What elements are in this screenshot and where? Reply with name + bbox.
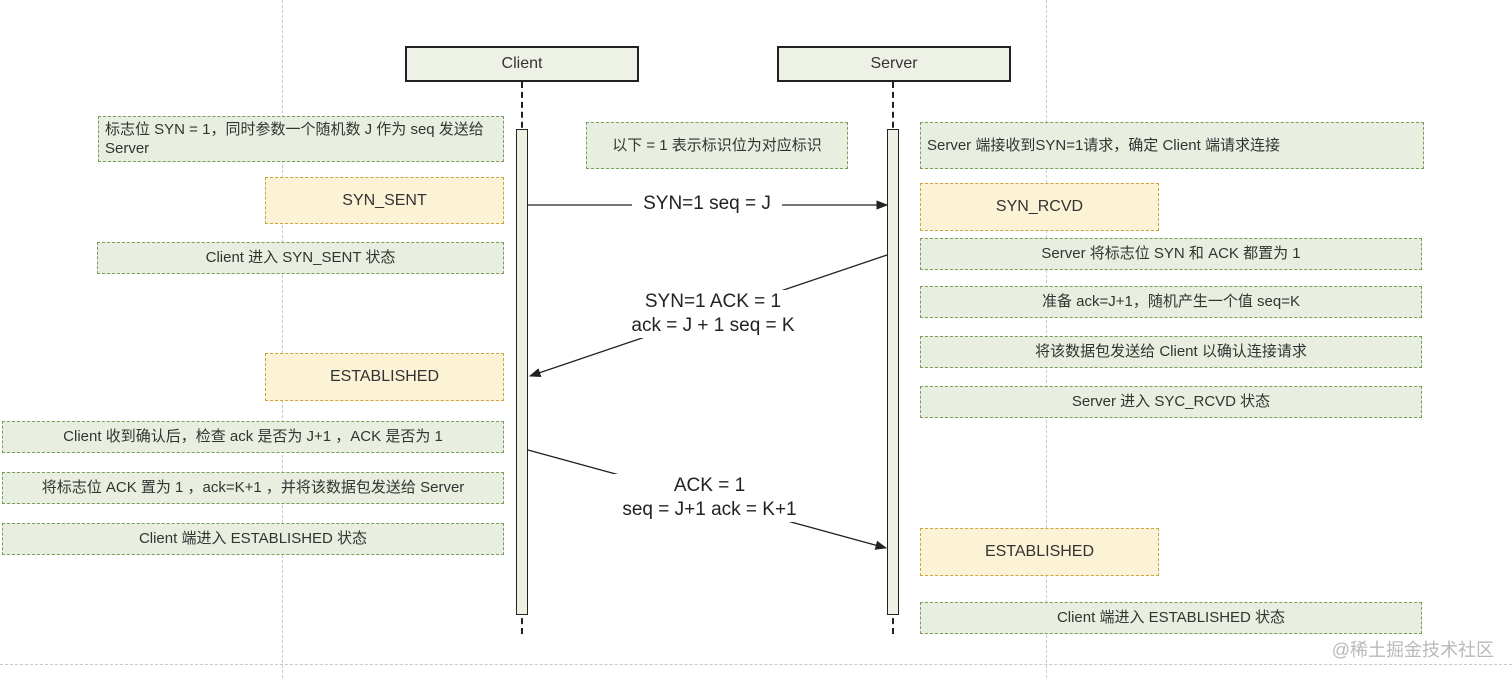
guide-line <box>0 664 1512 665</box>
center-note-legend: 以下 = 1 表示标识位为对应标识 <box>586 122 848 169</box>
server-note-prepare-ack: 准备 ack=J+1，随机产生一个值 seq=K <box>920 286 1422 318</box>
client-activation-bar <box>516 129 528 615</box>
server-note-send-packet: 将该数据包发送给 Client 以确认连接请求 <box>920 336 1422 368</box>
message-ack-line2: seq = J+1 ack = K+1 <box>622 498 797 520</box>
message-syn-label: SYN=1 seq = J <box>632 192 782 216</box>
client-note-check-ack: Client 收到确认后，检查 ack 是否为 J+1 ，ACK 是否为 1 <box>2 421 504 453</box>
client-note-syn: 标志位 SYN = 1，同时参数一个随机数 J 作为 seq 发送给 Serve… <box>98 116 504 162</box>
server-activation-bar <box>887 129 899 615</box>
message-syn-ack-label: SYN=1 ACK = 1 ack = J + 1 seq = K <box>608 290 818 338</box>
message-syn-ack-line1: SYN=1 ACK = 1 <box>644 291 782 312</box>
client-state-syn-sent: SYN_SENT <box>265 177 504 224</box>
message-ack-line1: ACK = 1 <box>673 475 746 496</box>
watermark: @稀土掘金技术社区 <box>1331 640 1494 660</box>
message-syn-ack-line2: ack = J + 1 seq = K <box>631 314 795 336</box>
client-actor: Client <box>405 46 639 82</box>
message-ack-label: ACK = 1 seq = J+1 ack = K+1 <box>612 474 807 522</box>
server-state-established: ESTABLISHED <box>920 528 1159 576</box>
client-note-established: Client 端进入 ESTABLISHED 状态 <box>2 523 504 555</box>
server-note-receive-syn: Server 端接收到SYN=1请求，确定 Client 端请求连接 <box>920 122 1424 169</box>
server-state-syn-rcvd: SYN_RCVD <box>920 183 1159 231</box>
client-note-set-ack: 将标志位 ACK 置为 1 ，ack=K+1 ，并将该数据包发送给 Server <box>2 472 504 504</box>
client-state-established: ESTABLISHED <box>265 353 504 401</box>
guide-line <box>282 0 283 678</box>
server-note-client-established: Client 端进入 ESTABLISHED 状态 <box>920 602 1422 634</box>
server-note-syn-rcvd-state: Server 进入 SYC_RCVD 状态 <box>920 386 1422 418</box>
client-note-syn-sent: Client 进入 SYN_SENT 状态 <box>97 242 504 274</box>
server-note-set-flags: Server 将标志位 SYN 和 ACK 都置为 1 <box>920 238 1422 270</box>
server-actor: Server <box>777 46 1011 82</box>
